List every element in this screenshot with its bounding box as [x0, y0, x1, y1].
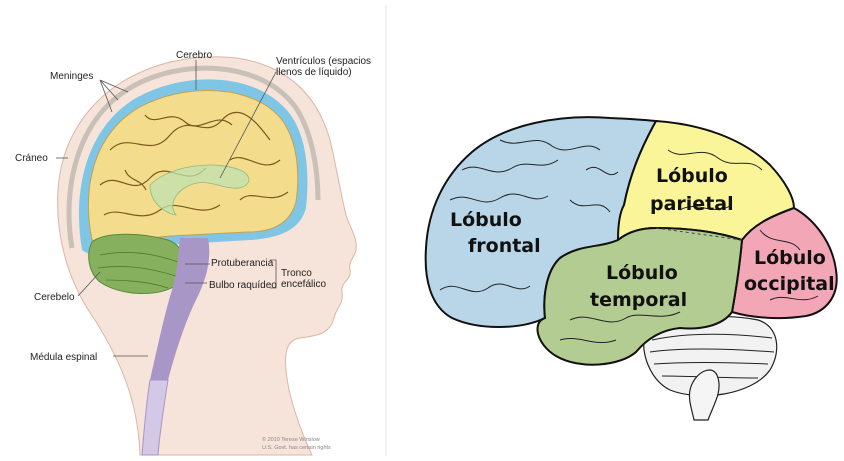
- lobe-label-parietal-line2: parietal: [650, 193, 734, 215]
- head-sagittal-illustration: Cerebro Ventrículos (espacios llenos de …: [15, 50, 371, 455]
- label-tronco-line1: Tronco: [281, 268, 312, 279]
- label-craneo: Cráneo: [15, 153, 48, 164]
- lobe-label-temporal-line1: Lóbulo: [606, 262, 678, 284]
- lobe-label-occipital-line1: Lóbulo: [754, 247, 826, 269]
- label-protuberancia: Protuberancia: [211, 258, 274, 269]
- copyright-line2: U.S. Govt. has certain rights: [262, 445, 331, 451]
- brain-lobes-illustration: Lóbulo frontal Lóbulo parietal Lóbulo te…: [426, 117, 837, 420]
- label-ventriculos-line2: llenos de líquido): [276, 67, 352, 78]
- label-bulbo-raquideo: Bulbo raquídeo: [209, 280, 277, 291]
- lobe-label-frontal-line1: Lóbulo: [450, 209, 522, 231]
- label-cerebelo: Cerebelo: [34, 292, 75, 303]
- label-tronco-line2: encefálico: [281, 279, 326, 290]
- label-meninges: Meninges: [50, 71, 93, 82]
- label-cerebro: Cerebro: [176, 50, 213, 61]
- lobe-label-temporal-line2: temporal: [590, 289, 687, 311]
- label-ventriculos-line1: Ventrículos (espacios: [276, 56, 371, 67]
- lobe-label-frontal-line2: frontal: [468, 235, 541, 257]
- lobe-label-occipital-line2: occipital: [744, 273, 835, 295]
- copyright-line1: © 2010 Terese Winslow: [262, 436, 320, 443]
- label-medula-espinal: Médula espinal: [30, 352, 97, 363]
- lobe-label-parietal-line1: Lóbulo: [656, 165, 728, 187]
